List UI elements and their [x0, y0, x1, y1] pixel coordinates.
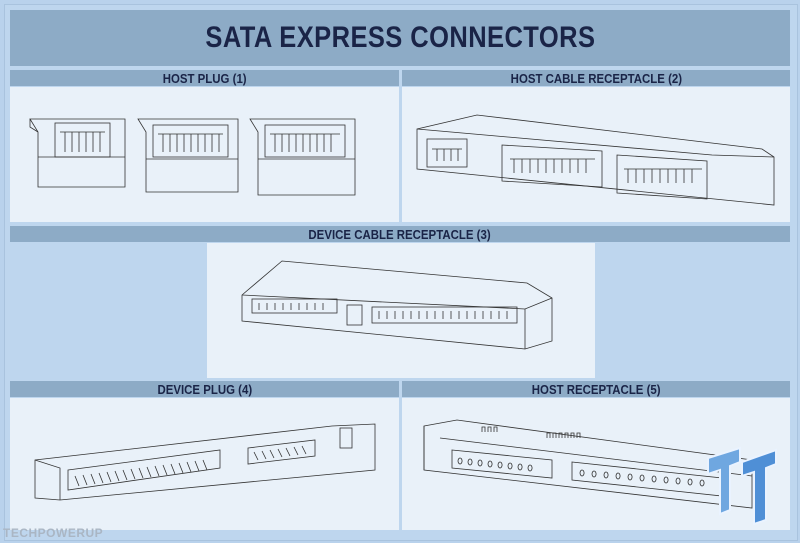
- label: DEVICE PLUG (4): [157, 381, 252, 397]
- device-plug-drawing: [34, 423, 376, 501]
- page-title: SATA EXPRESS CONNECTORS: [10, 10, 790, 66]
- label: DEVICE CABLE RECEPTACLE (3): [308, 226, 492, 242]
- header-host-receptacle: HOST RECEPTACLE (5): [402, 381, 790, 397]
- header-device-plug: DEVICE PLUG (4): [10, 381, 399, 397]
- title-text: SATA EXPRESS CONNECTORS: [205, 21, 595, 54]
- panel-host-cable-receptacle: [402, 87, 790, 222]
- host-plug-drawing: [29, 118, 356, 196]
- host-cable-receptacle-drawing: [416, 114, 775, 206]
- panel-host-plug: [10, 87, 399, 222]
- device-cable-receptacle-drawing: [241, 260, 553, 350]
- tweaktown-logo-icon: [707, 446, 777, 526]
- panel-device-cable-receptacle: [207, 243, 595, 378]
- header-host-plug: HOST PLUG (1): [10, 70, 399, 86]
- label: HOST CABLE RECEPTACLE (2): [510, 70, 682, 86]
- header-host-cable-receptacle: HOST CABLE RECEPTACLE (2): [402, 70, 790, 86]
- label: HOST RECEPTACLE (5): [531, 381, 661, 397]
- panel-device-plug: [10, 398, 399, 530]
- label: HOST PLUG (1): [162, 70, 247, 86]
- header-device-cable-receptacle: DEVICE CABLE RECEPTACLE (3): [10, 226, 790, 242]
- watermark: TECHPOWERUP: [3, 526, 104, 540]
